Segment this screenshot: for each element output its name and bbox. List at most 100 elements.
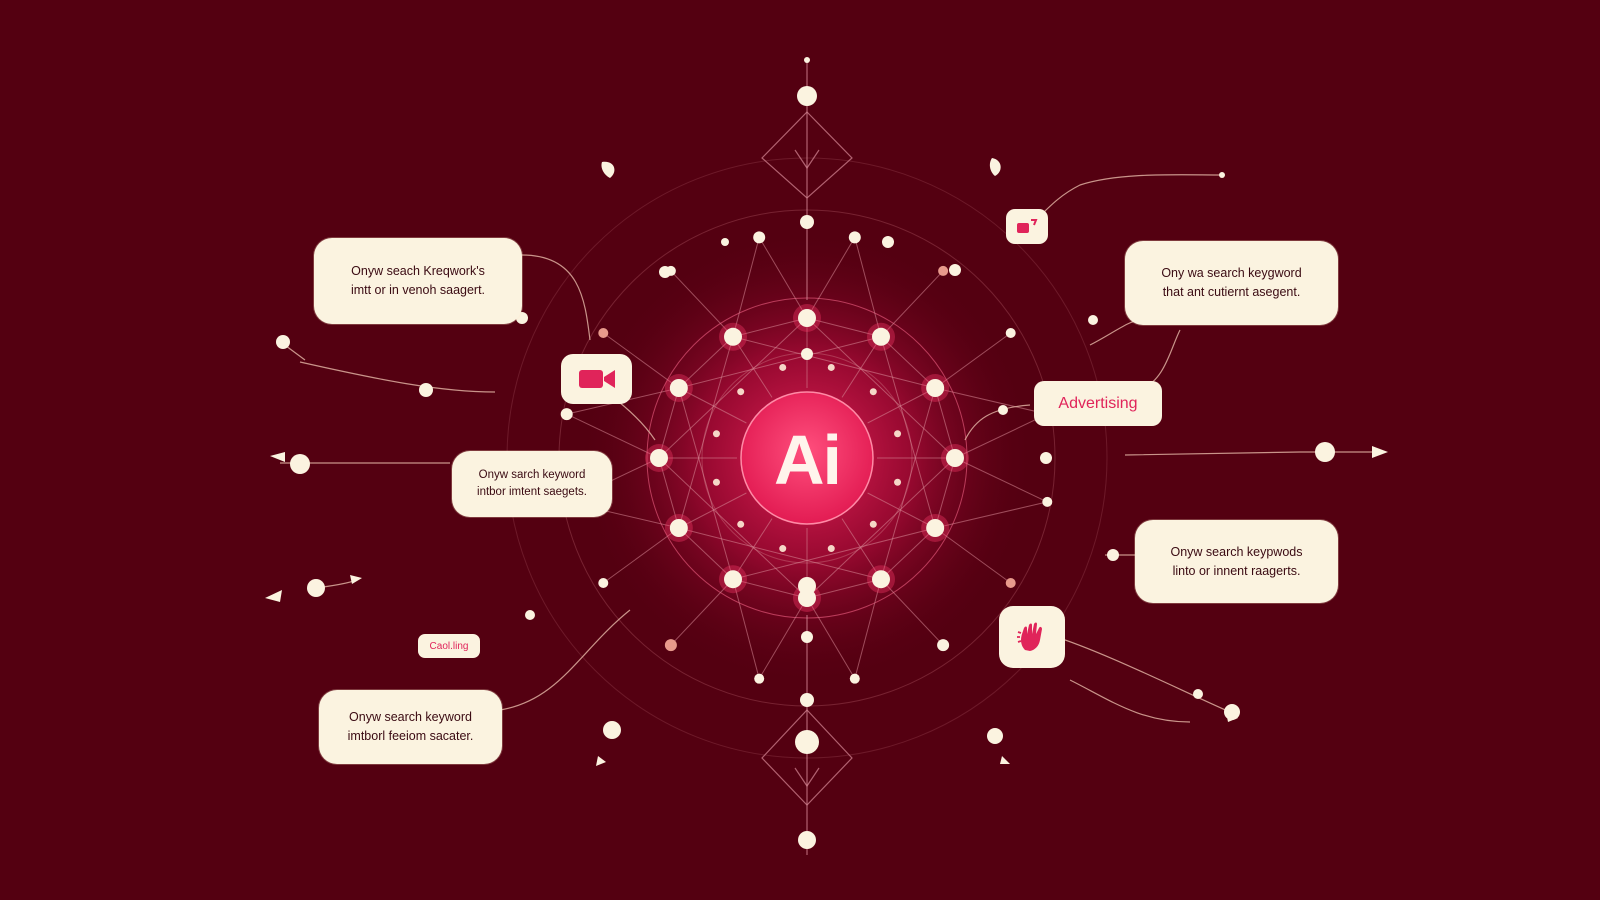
network-node: [882, 236, 894, 248]
network-node: [894, 430, 902, 438]
leaf-marker: [601, 161, 615, 178]
network-node: [938, 265, 949, 276]
arrow-right: [350, 575, 362, 584]
network-node: [712, 430, 720, 438]
arrow-down: [1000, 756, 1010, 764]
network-node: [869, 388, 877, 396]
callout-line: imtborl feeiom sacater.: [347, 729, 474, 743]
network-node: [664, 639, 677, 652]
network-node: [1040, 452, 1052, 464]
network-edge: [806, 317, 956, 459]
arrowheads: [265, 158, 1388, 766]
network-node: [603, 721, 621, 739]
network-node: [1042, 496, 1053, 507]
network-edge: [658, 317, 808, 459]
callout-box: Ony wa search keygword that ant cutiernt…: [1125, 241, 1338, 325]
network-edge: [880, 336, 936, 529]
network-node: [290, 454, 310, 474]
share-icon-box: [1006, 209, 1048, 244]
callout-line: intbor imtent saegets.: [477, 486, 587, 498]
network-edge: [732, 317, 808, 338]
network-edge: [678, 527, 734, 580]
network-edge: [732, 578, 808, 599]
hub-core: [740, 391, 874, 525]
network-node: [1005, 327, 1016, 338]
arrow-right: [1372, 446, 1388, 458]
network-nodes: [276, 57, 1335, 849]
network-spokes: [566, 237, 1048, 679]
network-edge: [934, 457, 956, 529]
callout-line: linto or innent raagerts.: [1172, 563, 1301, 578]
network-edge: [880, 527, 936, 580]
callout-line: imtt or in venoh saagert.: [350, 283, 486, 297]
network-node: [795, 730, 819, 754]
network-node: [926, 519, 945, 537]
network-node: [753, 231, 766, 244]
network-edge: [732, 336, 773, 398]
leaf-marker: [989, 158, 1001, 176]
network-edge: [670, 270, 734, 338]
network-edge: [954, 413, 1048, 459]
network-edge: [935, 501, 1048, 529]
network-node: [798, 309, 816, 327]
network-node: [724, 570, 742, 589]
network-edge: [880, 578, 944, 646]
network-edge: [854, 237, 882, 337]
network-edge: [732, 527, 936, 580]
network-edge: [806, 457, 956, 599]
network-edge: [867, 492, 936, 529]
callout-box: Onyw search keyword imtborl feeiom sacat…: [319, 690, 502, 764]
network-edge: [732, 237, 760, 337]
network-node: [1219, 172, 1225, 178]
network-edge: [732, 579, 760, 679]
advertising-pill: Advertising: [1034, 381, 1162, 426]
network-node: [801, 348, 813, 360]
network-edge: [758, 597, 808, 679]
network-edge: [806, 237, 856, 319]
network-node: [307, 579, 325, 597]
network-edge: [732, 336, 936, 389]
network-node: [724, 327, 742, 346]
network-edge: [678, 387, 747, 424]
network-edge: [658, 457, 808, 599]
network-node: [848, 231, 861, 244]
network-node: [937, 639, 950, 652]
network-node: [800, 215, 814, 229]
network-edge: [934, 387, 956, 459]
network-node: [560, 408, 573, 421]
network-node: [804, 57, 810, 63]
network-node: [894, 478, 902, 486]
network-edge: [854, 579, 882, 679]
network-edge: [880, 387, 936, 580]
network-node: [669, 379, 688, 397]
network-node: [849, 673, 860, 684]
network-edge: [678, 387, 734, 580]
callout-box: Onyw sarch keyword intbor imtent saegets…: [452, 451, 612, 517]
network-node: [801, 631, 813, 643]
network-node: [779, 545, 787, 553]
callout-box: Onyw search keypwods linto or innent raa…: [1135, 520, 1338, 603]
network-node: [798, 577, 816, 595]
callout-line: Onyw search keypwods: [1170, 544, 1303, 559]
network-node: [827, 545, 835, 553]
network-edge: [880, 336, 936, 389]
network-node: [949, 264, 961, 276]
network-edge: [806, 597, 856, 679]
network-edge: [678, 336, 734, 389]
network-edge: [935, 387, 1048, 415]
network-edge: [758, 237, 808, 319]
network-node: [827, 363, 835, 371]
video-camera-icon: [578, 370, 615, 388]
network-node: [1315, 442, 1335, 462]
network-node: [598, 327, 609, 338]
network-edge: [658, 457, 680, 529]
network-node: [869, 520, 877, 528]
small-tag-pill: Caol.ling: [418, 634, 480, 658]
callout-line: Onyw seach Kreqwork's: [351, 264, 485, 278]
network-edge: [678, 527, 882, 580]
network-edge: [806, 578, 882, 599]
network-edge: [880, 270, 944, 338]
network-edge: [841, 518, 882, 580]
